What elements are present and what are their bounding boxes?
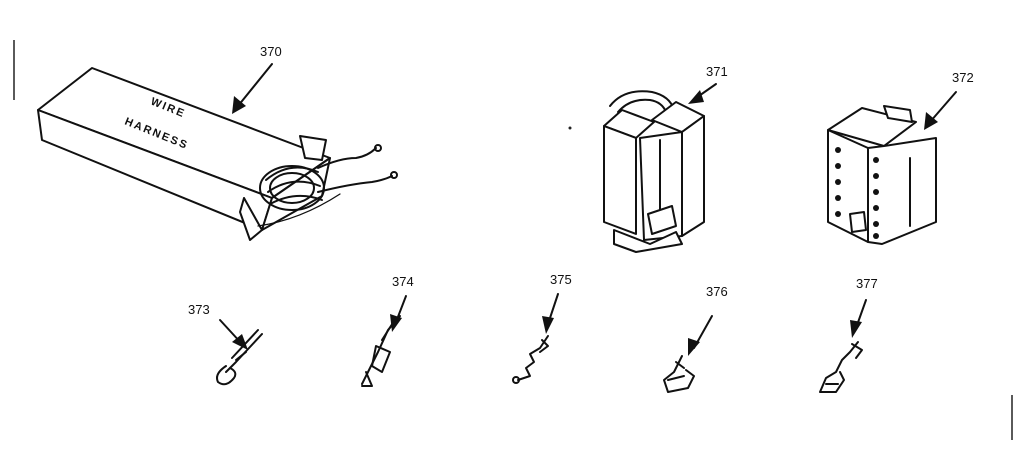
scan-speck: [568, 126, 572, 130]
callout-370: 370: [232, 44, 282, 114]
part-number-373: 373: [188, 302, 210, 317]
callout-372: 372: [924, 70, 974, 130]
part-number-375: 375: [550, 272, 572, 287]
wire-harness-box: WIRE HARNESS: [37, 67, 398, 241]
part-number-372: 372: [952, 70, 974, 85]
part-number-374: 374: [392, 274, 414, 289]
part-number-370: 370: [260, 44, 282, 59]
callout-371: 371: [688, 64, 728, 104]
connector-372: [827, 105, 937, 245]
part-number-377: 377: [856, 276, 878, 291]
callout-376: 376: [688, 284, 728, 356]
callout-373: 373: [188, 302, 248, 350]
callout-374: 374: [390, 274, 414, 332]
callout-377: 377: [850, 276, 878, 338]
terminal-377: [819, 341, 863, 393]
terminal-376: [663, 355, 695, 393]
part-number-371: 371: [706, 64, 728, 79]
connector-371: [603, 90, 705, 253]
part-number-376: 376: [706, 284, 728, 299]
callout-375: 375: [542, 272, 572, 334]
terminal-375: [512, 335, 549, 384]
